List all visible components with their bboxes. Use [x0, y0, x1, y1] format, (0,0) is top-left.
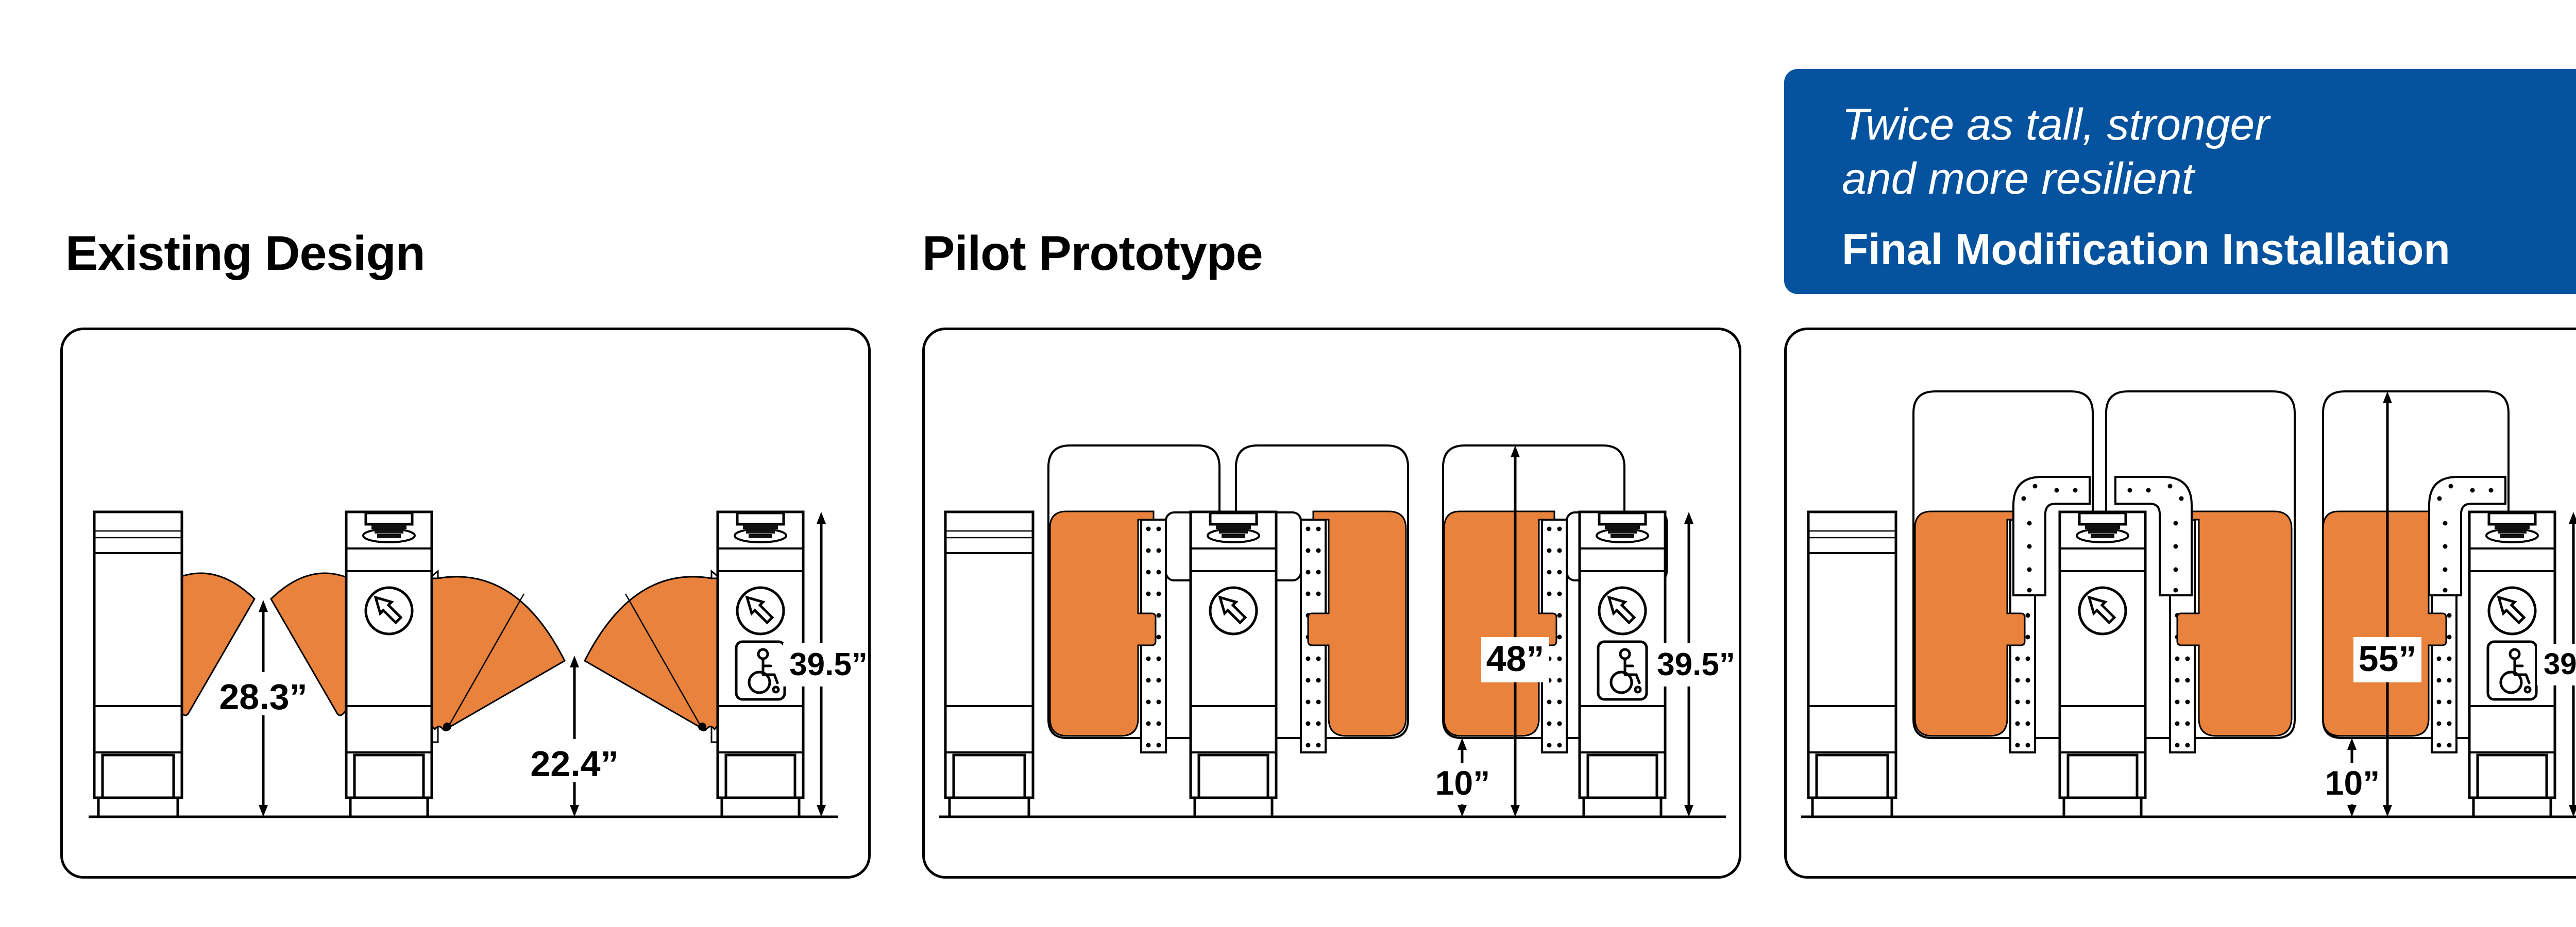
- fare-gate-cabinet-side: [94, 512, 182, 817]
- fare-gate-cabinet-side: [1808, 512, 1896, 817]
- svg-text:39.5”: 39.5”: [789, 647, 868, 682]
- panel-existing-design: 28.3” 22.4” 39.5”: [60, 328, 871, 879]
- dimension-barrier-height: 48”: [1481, 445, 1549, 817]
- banner-tagline-line2: and more resilient: [1842, 153, 2194, 203]
- dimension-cabinet-height: 39.5”: [1652, 512, 1739, 817]
- panel-final-modification: 55” 10” 39.5”: [1784, 328, 2576, 879]
- svg-text:28.3”: 28.3”: [219, 677, 307, 717]
- extension-bracket-left: [2012, 476, 2091, 596]
- fare-gate-cabinet-side: [945, 512, 1033, 817]
- svg-text:22.4”: 22.4”: [530, 744, 618, 784]
- banner-title: Final Modification Installation: [1842, 225, 2450, 273]
- fan-paddle-right-open: [431, 569, 719, 743]
- svg-text:48”: 48”: [1486, 639, 1545, 679]
- title-existing-design: Existing Design: [65, 226, 426, 281]
- panel-pilot-prototype: 48” 10” 39.5”: [922, 328, 1741, 879]
- banner-tagline-line1: Twice as tall, stronger: [1842, 100, 2270, 149]
- existing-design-drawing: 28.3” 22.4” 39.5”: [89, 330, 868, 818]
- fare-gate-cabinet-front: [1191, 512, 1276, 817]
- dimension-left-gate-height: 28.3”: [217, 600, 310, 817]
- dimension-cabinet-height: 39.5”: [2537, 512, 2576, 817]
- svg-text:55”: 55”: [2359, 639, 2417, 679]
- svg-text:10”: 10”: [1435, 764, 1490, 802]
- dimension-cabinet-height: 39.5”: [783, 512, 868, 817]
- dimension-barrier-height: 55”: [2353, 391, 2421, 817]
- svg-text:39.5”: 39.5”: [1657, 647, 1735, 682]
- final-modification-banner: Twice as tall, stronger and more resilie…: [1784, 69, 2576, 294]
- pilot-prototype-drawing: 48” 10” 39.5”: [939, 444, 1739, 818]
- svg-text:39.5”: 39.5”: [2544, 647, 2576, 681]
- dimension-bottom-gap: 10”: [1435, 738, 1490, 817]
- dimension-bottom-gap: 10”: [2325, 738, 2380, 817]
- dimension-right-gate-height: 22.4”: [528, 656, 621, 817]
- fare-gate-cabinet-front: [346, 512, 432, 817]
- fan-paddle-left-open: [178, 572, 348, 716]
- title-pilot-prototype: Pilot Prototype: [922, 226, 1263, 281]
- paddle-pivot-dot: [443, 723, 451, 731]
- extension-bracket-right: [2114, 476, 2193, 596]
- svg-text:10”: 10”: [2325, 764, 2380, 802]
- paddle-pivot-dot: [698, 723, 706, 731]
- extension-bracket-accessible-gate: [2428, 476, 2506, 596]
- fare-gate-cabinet-front: [2060, 512, 2145, 817]
- final-modification-drawing: 55” 10” 39.5”: [1801, 390, 2576, 818]
